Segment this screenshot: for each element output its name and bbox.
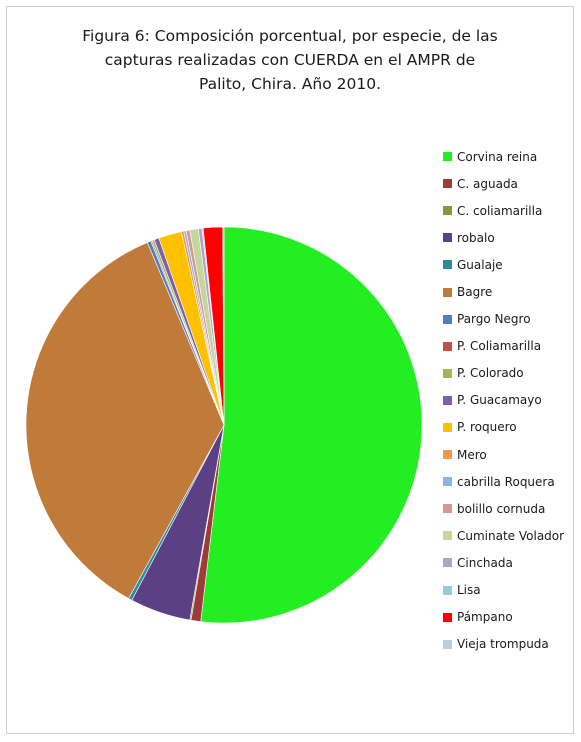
legend-label: C. aguada [457, 176, 518, 191]
legend-swatch [443, 504, 452, 514]
legend-swatch [443, 233, 452, 243]
legend-item: cabrilla Roquera [443, 468, 578, 495]
legend-label: Pámpano [457, 610, 513, 625]
legend-label: Corvina reina [457, 149, 538, 164]
legend-label: Cuminate Volador [457, 528, 565, 543]
legend-label: P. roquero [457, 420, 517, 435]
legend-label: Pargo Negro [457, 312, 531, 327]
legend-item: P. Coliamarilla [443, 333, 578, 360]
legend-item: robalo [443, 224, 578, 251]
legend-label: robalo [457, 230, 495, 245]
legend-item: Bagre [443, 278, 578, 305]
legend-label: cabrilla Roquera [457, 474, 555, 489]
legend-swatch [443, 531, 452, 541]
legend-label: P. Coliamarilla [457, 339, 542, 354]
legend-item: Gualaje [443, 251, 578, 278]
legend-swatch [443, 558, 452, 568]
legend-item: P. roquero [443, 414, 578, 441]
legend-item: P. Guacamayo [443, 387, 578, 414]
legend-swatch [443, 368, 452, 378]
chart-title: Figura 6: Composición porcentual, por es… [40, 24, 540, 96]
legend-item: Vieja trompuda [443, 631, 578, 658]
legend-item: C. aguada [443, 170, 578, 197]
legend-item: P. Colorado [443, 360, 578, 387]
legend-swatch [443, 341, 452, 351]
legend-swatch [443, 477, 452, 487]
legend-label: C. coliamarilla [457, 203, 543, 218]
legend-item: bolillo cornuda [443, 495, 578, 522]
legend-swatch [443, 260, 452, 270]
legend-swatch [443, 395, 452, 405]
legend-label: Vieja trompuda [457, 637, 549, 652]
legend-label: Mero [457, 447, 487, 462]
legend-item: Lisa [443, 577, 578, 604]
legend-label: Gualaje [457, 257, 503, 272]
legend-swatch [443, 206, 452, 216]
pie-slice-5 [25, 242, 225, 599]
legend-item: Corvina reina [443, 143, 578, 170]
legend-swatch [443, 422, 452, 432]
legend-swatch [443, 152, 452, 162]
legend-swatch [443, 179, 452, 189]
pie-slice-18 [222, 226, 225, 426]
legend-swatch [443, 612, 452, 622]
legend-label: P. Colorado [457, 366, 524, 381]
chart-title-line-3: Palito, Chira. Año 2010. [198, 75, 382, 93]
chart-title-line-1: Figura 6: Composición porcentual, por es… [82, 27, 498, 45]
legend-label: Lisa [457, 583, 481, 598]
legend-item: Pargo Negro [443, 306, 578, 333]
legend-label: Bagre [457, 285, 493, 300]
legend-swatch [443, 450, 452, 460]
legend-label: P. Guacamayo [457, 393, 542, 408]
legend-item: C. coliamarilla [443, 197, 578, 224]
legend-item: Mero [443, 441, 578, 468]
legend-swatch [443, 314, 452, 324]
pie-slice-0 [200, 226, 423, 624]
legend-label: bolillo cornuda [457, 501, 546, 516]
legend-item: Cinchada [443, 549, 578, 576]
legend-swatch [443, 639, 452, 649]
legend-swatch [443, 287, 452, 297]
legend-label: Cinchada [457, 555, 513, 570]
legend-item: Cuminate Volador [443, 522, 578, 549]
chart-title-line-2: capturas realizadas con CUERDA en el AMP… [104, 51, 476, 69]
chart-legend: Corvina reina C. aguada C. coliamarilla rob… [443, 143, 578, 658]
legend-swatch [443, 585, 452, 595]
legend-item: Pámpano [443, 604, 578, 631]
